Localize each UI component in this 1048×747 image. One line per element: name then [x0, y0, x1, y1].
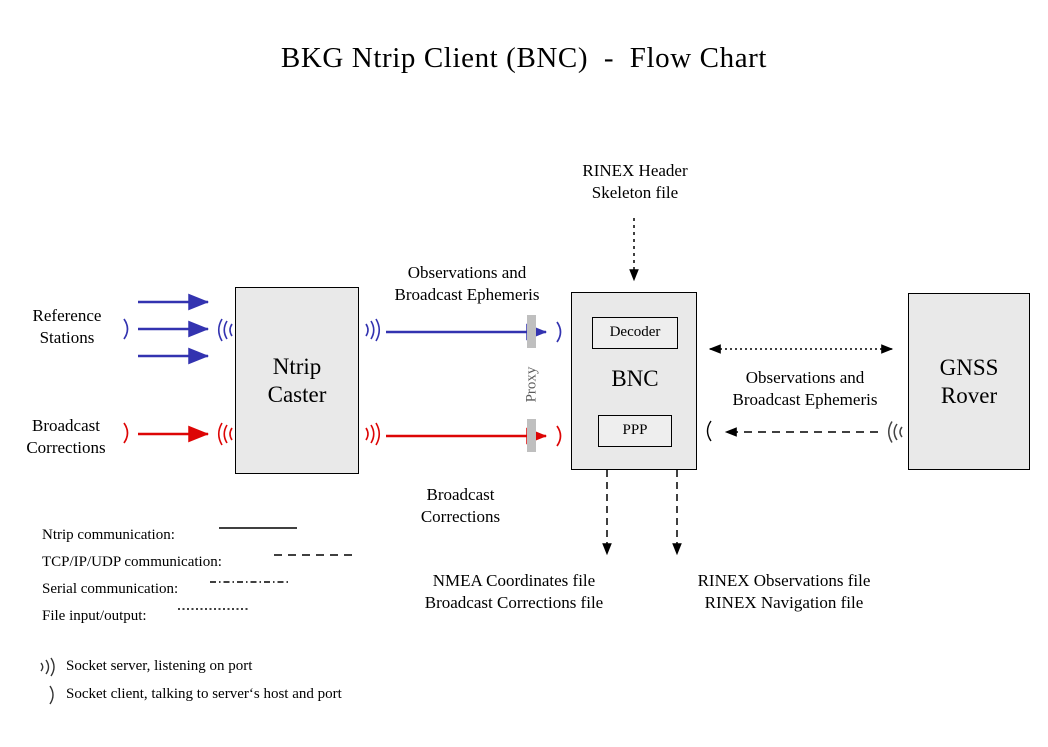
legend-sample-dashdot [210, 581, 288, 583]
label-broadcast-corrections-left: Broadcast Corrections [26, 416, 106, 458]
arrow-bnc-rover-serial [708, 344, 894, 354]
label-observations-ephemeris-right: Observations and Broadcast Ephemeris [732, 368, 878, 410]
legend-label-tcpip: TCP/IP/UDP communication: [42, 554, 222, 570]
socket-server-icon [40, 657, 55, 677]
arrow-caster-to-bnc-observations [386, 323, 548, 341]
arrow-reference-stations-to-caster [138, 293, 210, 365]
arrow-bnc-to-nmea-output [602, 470, 612, 556]
socket-client-icon-bnc-in-bottom [556, 425, 562, 447]
legend-label-serial: Serial communication: [42, 581, 179, 597]
label-proxy: Proxy [523, 366, 540, 402]
arrow-rinex-header-to-bnc [629, 218, 639, 282]
proxy-label-wrap: Proxy [509, 355, 555, 413]
node-ntrip-caster[interactable]: Ntrip Caster [235, 287, 359, 474]
proxy-bar-top [527, 315, 536, 348]
legend-label-ntrip: Ntrip communication: [42, 527, 175, 543]
label-observations-ephemeris-top: Observations and Broadcast Ephemeris [394, 263, 540, 305]
legend-row-ntrip: Ntrip communication: [42, 526, 297, 544]
socket-client-icon-bnc-rover [706, 420, 712, 442]
arrow-broadcast-corrections-to-caster [138, 425, 210, 443]
arrow-caster-to-bnc-corrections [386, 427, 548, 445]
socket-server-icon-caster-in-top [217, 318, 233, 342]
arrow-bnc-to-rinex-output [672, 470, 682, 556]
legend-label-socket-server: Socket server, listening on port [66, 658, 253, 674]
socket-client-icon-bnc-in-top [556, 321, 562, 343]
socket-server-icon-caster-out-top [365, 318, 381, 342]
label-broadcast-corrections-mid: Broadcast Corrections [420, 485, 501, 527]
node-bnc-decoder-label: Decoder [609, 324, 661, 341]
label-nmea-output-files: NMEA Coordinates file Broadcast Correcti… [424, 571, 604, 613]
socket-client-icon-reference-stations [123, 318, 129, 340]
node-bnc[interactable]: Decoder BNC PPP [571, 292, 697, 470]
socket-server-icon-rover [888, 421, 903, 443]
label-rinex-output-files: RINEX Observations file RINEX Navigation… [697, 571, 871, 613]
node-bnc-ppp[interactable]: PPP [598, 415, 672, 447]
proxy-bar-bottom [527, 419, 536, 452]
label-rinex-header-skeleton: RINEX Header Skeleton file [582, 161, 688, 203]
node-gnss-rover[interactable]: GNSS Rover [908, 293, 1030, 470]
legend-sample-solid [219, 527, 297, 529]
node-gnss-rover-label: GNSS Rover [939, 355, 999, 408]
page-title: BKG Ntrip Client (BNC) - Flow Chart [280, 42, 768, 74]
legend-row-serial: Serial communication: [42, 580, 288, 598]
node-bnc-decoder[interactable]: Decoder [592, 317, 678, 349]
socket-client-icon-broadcast-corrections [123, 422, 129, 444]
node-ntrip-caster-label: Ntrip Caster [267, 354, 327, 407]
legend-sample-dotted [178, 608, 250, 610]
legend-label-socket-client: Socket client, talking to server‘s host … [66, 686, 342, 702]
legend-row-socket-client: Socket client, talking to server‘s host … [38, 684, 458, 706]
legend-row-file-io: File input/output: [42, 607, 250, 625]
legend-label-file-io: File input/output: [42, 608, 147, 624]
node-bnc-ppp-label: PPP [622, 422, 648, 439]
label-reference-stations: Reference Stations [32, 306, 102, 348]
socket-server-icon-caster-out-bottom [365, 422, 381, 446]
legend-sample-dashed [274, 554, 352, 556]
socket-server-icon-caster-in-bottom [217, 422, 233, 446]
legend-row-tcpip: TCP/IP/UDP communication: [42, 553, 352, 571]
arrow-rover-to-bnc-tcpip [724, 427, 878, 437]
socket-client-icon [49, 685, 54, 705]
legend-row-socket-server: Socket server, listening on port [38, 656, 458, 678]
node-bnc-label: BNC [611, 366, 659, 391]
